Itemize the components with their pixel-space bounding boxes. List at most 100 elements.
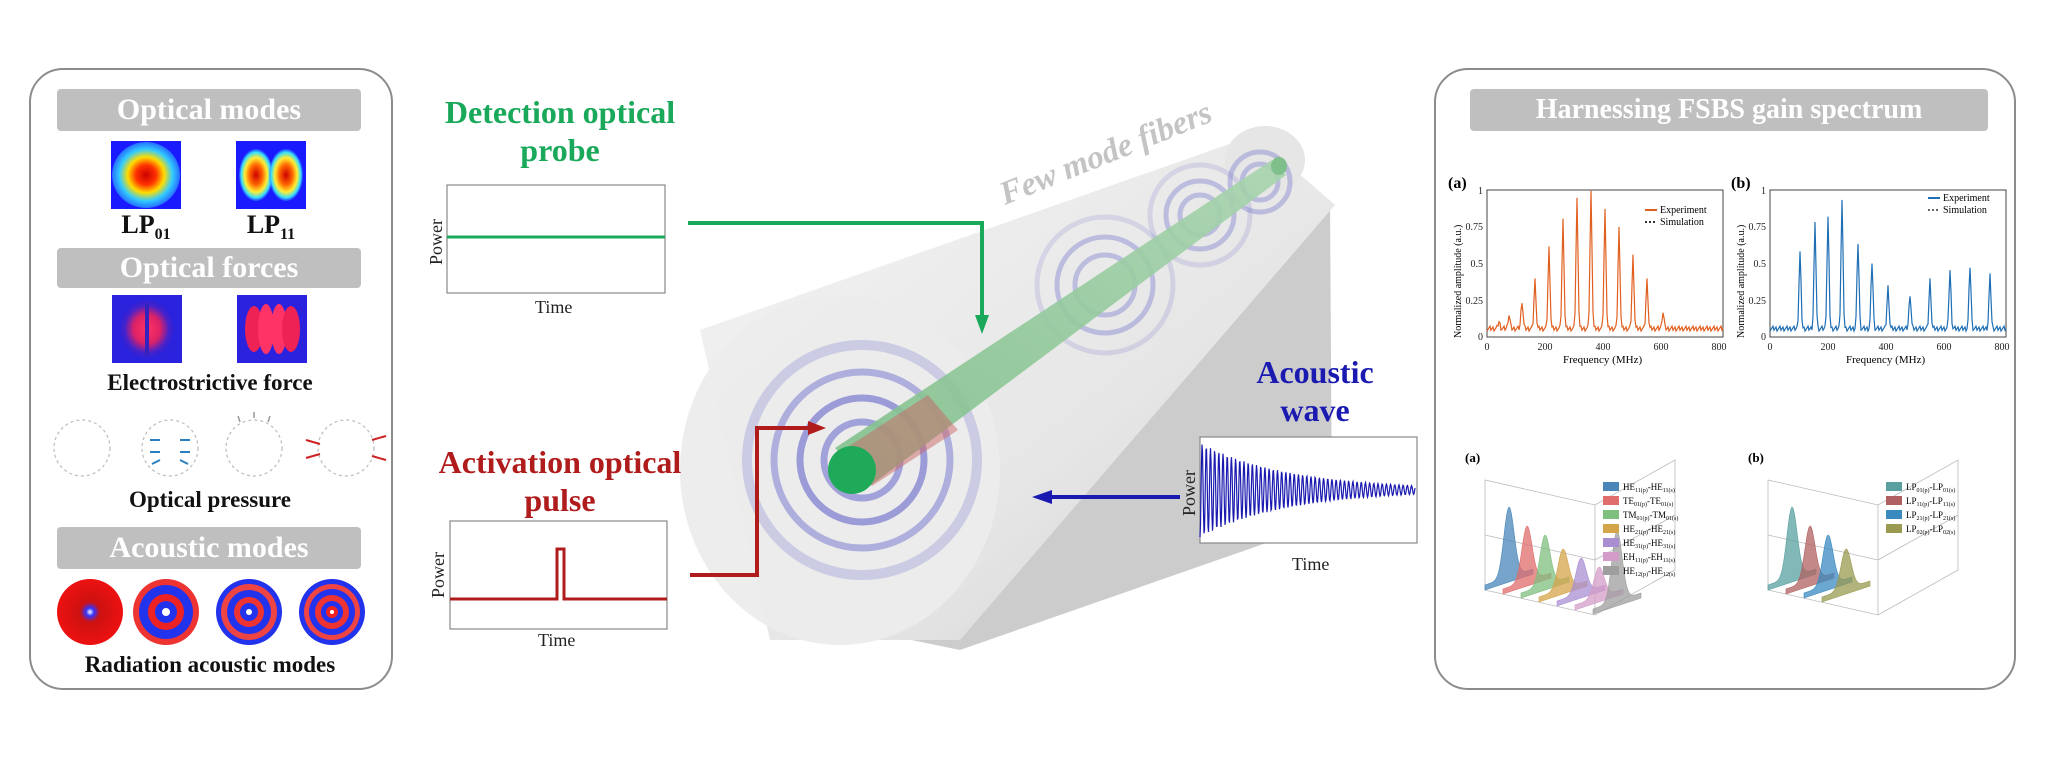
top-b-ytick-1: 0.25 [1749, 296, 1767, 307]
bottom-chart-b: (b) LP01(p)-LP01(s)LP11(p)-LP11(s)LP21(p… [1748, 450, 1959, 616]
legend-label: HE21(p)-HE21(s) [1623, 524, 1675, 536]
legend-swatch [1603, 566, 1619, 575]
legend-label: HE31(p)-HE31(s) [1623, 538, 1675, 550]
legend-swatch [1603, 538, 1619, 547]
top-b-legend-0: Experiment [1943, 193, 1990, 204]
lp11-label: LP11 [231, 210, 311, 244]
top-a-ylabel: Normalized amplitude (a.u.) [1453, 225, 1464, 338]
top-b-xtick-2: 400 [1879, 342, 1894, 353]
legend-label: EH11(p)-EH11(s) [1623, 552, 1675, 564]
lp01-sub: 01 [154, 226, 171, 244]
spectrum-line [1769, 199, 2007, 333]
fsbs-header: Harnessing FSBS gain spectrum [1470, 89, 1988, 131]
electrostrictive-label: Electrostrictive force [107, 370, 313, 395]
optical-modes-header: Optical modes [57, 89, 361, 131]
probe-xlabel: Time [535, 297, 572, 317]
acoustic-arrow-head [1032, 490, 1052, 504]
acoustic-title-line1: Acoustic [1256, 354, 1374, 390]
bottom-a-panel-label: (a) [1465, 450, 1480, 465]
legend-swatch [1603, 510, 1619, 519]
lp01-base: LP [121, 210, 155, 239]
top-a-ytick-4: 1 [1478, 186, 1483, 197]
top-b-legend-1: Simulation [1943, 205, 1987, 216]
top-a-xtick-3: 600 [1654, 342, 1669, 353]
optical-pressure-label: Optical pressure [128, 487, 292, 512]
legend-swatch [1886, 496, 1902, 505]
probe-arrow [688, 221, 984, 320]
optical-forces-header: Optical forces [57, 248, 361, 288]
top-a-ytick-2: 0.5 [1471, 259, 1484, 270]
radiation-acoustic-label: Radiation acoustic modes [84, 652, 336, 677]
legend-swatch [1603, 552, 1619, 561]
pulse-title: Activation optical pulse [420, 443, 700, 520]
acoustic-ylabel: Power [1179, 470, 1199, 516]
legend-swatch [1603, 496, 1619, 505]
probe-title-line2: probe [520, 132, 600, 169]
top-b-peaks [1769, 199, 2007, 333]
probe-arrow-head [975, 315, 989, 334]
acoustic-xlabel: Time [1292, 554, 1329, 574]
top-a-legend-0: Experiment [1660, 205, 1707, 216]
top-a-peaks [1486, 190, 1724, 333]
top-b-panel-label: (b) [1731, 175, 1751, 192]
spectrum-line [1486, 190, 1724, 333]
legend-label: LP21(p)-LP21(s) [1906, 510, 1955, 522]
bottom-b-peaks [1767, 506, 1871, 603]
top-b-ytick-4: 1 [1761, 186, 1766, 197]
top-b-xtick-1: 200 [1821, 342, 1836, 353]
top-a-xlabel: Frequency (MHz) [1563, 354, 1642, 366]
acoustic-modes-header: Acoustic modes [57, 527, 361, 569]
top-b-ytick-2: 0.5 [1754, 259, 1767, 270]
acoustic-title-line2: wave [1280, 392, 1350, 429]
acoustic-title: Acoustic wave [1225, 353, 1405, 430]
legend-label: LP01(p)-LP01(s) [1906, 482, 1955, 494]
top-a-xtick-0: 0 [1485, 342, 1490, 353]
top-a-panel-label: (a) [1448, 175, 1467, 192]
top-b-ytick-3: 0.75 [1749, 222, 1767, 233]
gain-curve [1821, 548, 1871, 603]
bottom-a-legend: HE11(p)-HE11(s) TE01(p)-TE01(s) TM01(p)-TM… [1603, 482, 1678, 578]
pulse-arrow-head [808, 421, 826, 435]
bottom-chart-a: (a) HE11(p)-HE11(s) TE01(p)-TE01(s) TM01(p… [1465, 450, 1678, 616]
right-panel [1434, 68, 2016, 690]
probe-plot: Power Time [426, 184, 666, 317]
legend-label: TM01(p)-TM01(s) [1623, 510, 1678, 522]
top-b-xtick-0: 0 [1768, 342, 1773, 353]
bottom-b-legend: LP01(p)-LP01(s)LP11(p)-LP11(s)LP21(p)-LP… [1886, 482, 1955, 536]
legend-label: HE11(p)-HE11(s) [1623, 482, 1675, 494]
top-chart-b: (b) 0 0.25 0.5 0.75 1 0 200 400 600 800 … [1731, 175, 2010, 366]
top-b-ytick-0: 0 [1761, 332, 1766, 343]
pulse-signal-line [450, 547, 667, 601]
pulse-ylabel: Power [428, 552, 448, 598]
legend-swatch [1886, 482, 1902, 491]
acoustic-signal-line [1199, 444, 1416, 538]
top-chart-a: (a) 0 0.25 0.5 0.75 1 0 200 400 600 800 … [1448, 175, 1727, 366]
pulse-arrow [690, 426, 810, 577]
lp11-sub: 11 [280, 226, 296, 244]
top-b-ylabel: Normalized amplitude (a.u.) [1736, 225, 1747, 338]
probe-ylabel: Power [426, 219, 446, 265]
optical-modes-images [53, 141, 387, 645]
legend-swatch [1886, 510, 1902, 519]
legend-label: HE12(p)-HE12(s) [1623, 566, 1675, 578]
top-a-legend-1: Simulation [1660, 217, 1704, 228]
pulse-title-line1: Activation optical [438, 444, 682, 480]
pulse-plot: Power Time [428, 520, 668, 650]
bottom-b-panel-label: (b) [1748, 450, 1764, 465]
top-a-xtick-4: 800 [1712, 342, 1727, 353]
legend-label: LP02(p)-LP02(s) [1906, 524, 1955, 536]
optical-pressure-diagrams [53, 419, 375, 477]
pulse-xlabel: Time [538, 630, 575, 650]
acoustic-plot: Power Time [1179, 436, 1418, 574]
top-a-xtick-2: 400 [1596, 342, 1611, 353]
legend-label: TE01(p)-TE01(s) [1623, 496, 1673, 508]
top-a-ytick-0: 0 [1478, 332, 1483, 343]
top-b-xlabel: Frequency (MHz) [1846, 354, 1925, 366]
top-a-ytick-3: 0.75 [1466, 222, 1484, 233]
legend-swatch [1886, 524, 1902, 533]
probe-title-line1: Detection optical [444, 94, 676, 130]
lp11-base: LP [246, 210, 281, 239]
top-a-ytick-1: 0.25 [1466, 296, 1484, 307]
legend-swatch [1603, 524, 1619, 533]
